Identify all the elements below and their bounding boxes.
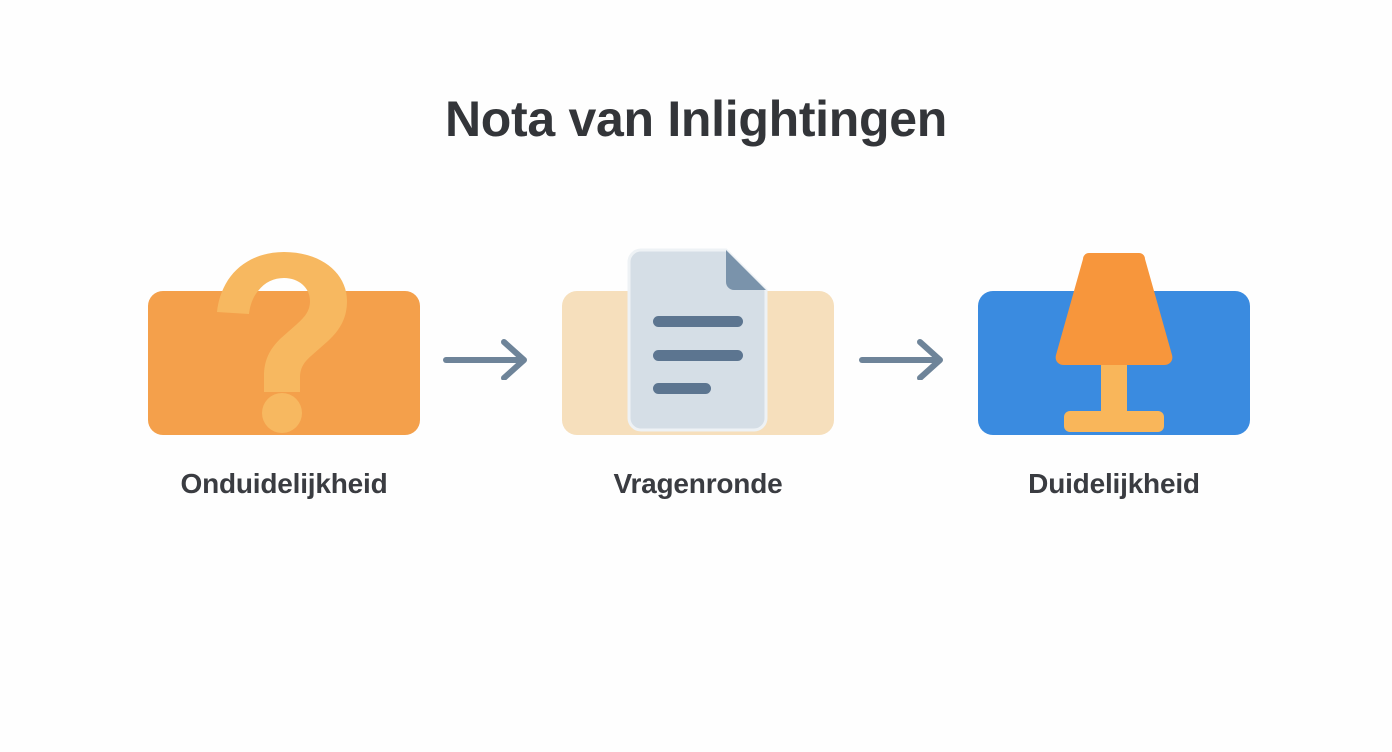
step-label: Vragenronde bbox=[613, 468, 783, 499]
process-flow: Onduidelijkheid Vragenronde bbox=[0, 240, 1392, 520]
step-label: Onduidelijkheid bbox=[180, 468, 388, 499]
step-label: Duidelijkheid bbox=[1028, 468, 1200, 499]
flow-step-onduidelijkheid[interactable]: Onduidelijkheid bbox=[114, 240, 454, 520]
arrow-right-icon bbox=[858, 336, 952, 381]
flow-step-vragenronde[interactable]: Vragenronde bbox=[528, 240, 868, 520]
document-lines-icon bbox=[528, 240, 868, 440]
arrow-right-icon bbox=[442, 336, 536, 381]
question-mark-icon bbox=[114, 240, 454, 440]
flow-step-duidelijkheid[interactable]: Duidelijkheid bbox=[944, 240, 1284, 520]
desk-lamp-icon bbox=[944, 240, 1284, 440]
page-title: Nota van Inlightingen bbox=[444, 91, 948, 147]
